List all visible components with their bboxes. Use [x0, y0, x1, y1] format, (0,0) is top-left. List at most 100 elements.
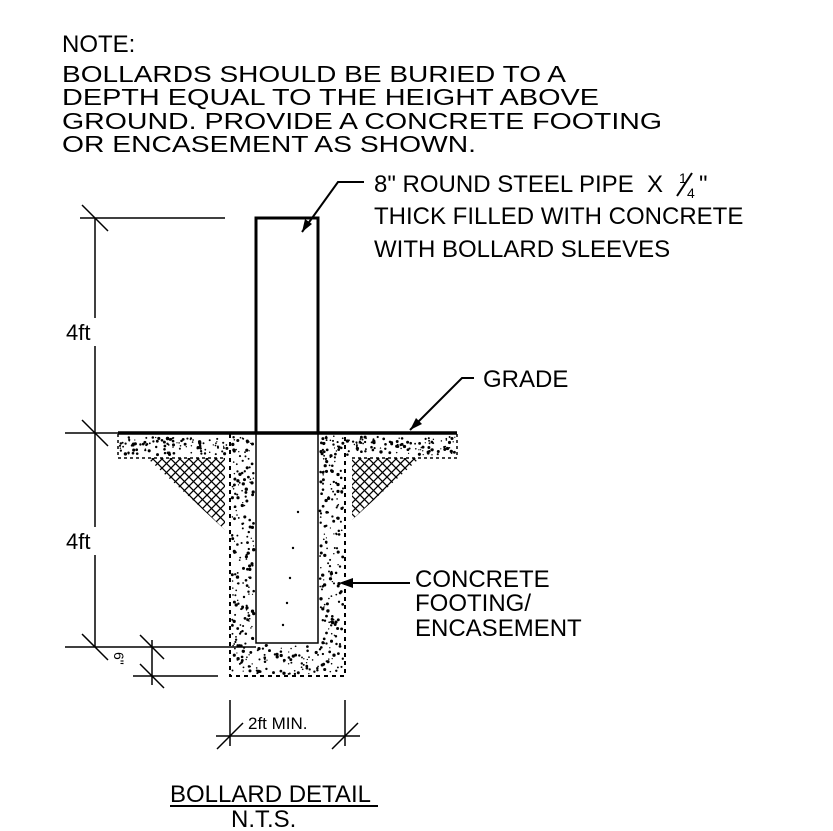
stipple-dot — [244, 578, 248, 582]
dim-text-mask — [66, 318, 96, 346]
backfill-left — [145, 456, 225, 530]
stipple-dot — [322, 662, 326, 666]
stipple-dot — [234, 492, 237, 495]
stipple-dot — [420, 447, 422, 449]
stipple-dot — [234, 638, 238, 641]
stipple-dot — [332, 653, 336, 657]
stipple-dot — [135, 448, 139, 452]
stipple-dot — [241, 527, 244, 530]
stipple-dot — [452, 450, 456, 454]
stipple-dot — [156, 453, 159, 457]
stipple-dot — [230, 496, 234, 500]
stipple-dot — [244, 487, 248, 491]
stipple-dot — [330, 614, 334, 618]
stipple-dot — [246, 567, 249, 571]
stipple-dot — [230, 573, 234, 577]
stipple-dot — [323, 667, 327, 672]
stipple-dot — [336, 472, 340, 477]
stipple-dot — [123, 452, 128, 456]
stipple-dot — [341, 506, 344, 509]
stipple-dot — [152, 440, 155, 443]
stipple-dot — [247, 665, 251, 668]
stipple-dot — [202, 442, 205, 445]
stipple-dot — [396, 445, 400, 448]
stipple-dot — [430, 448, 434, 452]
stipple-dot — [233, 517, 236, 521]
stipple-dot — [341, 555, 345, 559]
stipple-dot — [288, 672, 291, 675]
note-line: DEPTH EQUAL TO THE HEIGHT ABOVE — [62, 84, 599, 110]
stipple-dot — [232, 594, 234, 596]
stipple-dot — [190, 451, 193, 454]
stipple-dot — [407, 452, 410, 455]
stipple-dot — [263, 658, 266, 661]
grade-leader-arrow — [410, 418, 422, 430]
stipple-dot — [305, 666, 309, 670]
stipple-dot — [319, 521, 322, 524]
stipple-dot — [235, 589, 238, 592]
stipple-dot — [231, 442, 235, 447]
stipple-dot — [236, 627, 240, 630]
stipple-dot — [321, 478, 325, 482]
dimension-tick — [81, 419, 109, 447]
stipple-dot — [190, 445, 193, 447]
vertical-dimensions: 4ft 4ft 6" — [65, 204, 256, 689]
stipple-dot — [323, 524, 327, 528]
stipple-dot — [236, 493, 239, 496]
stipple-dot — [395, 440, 399, 443]
stipple-dot — [263, 653, 266, 656]
stipple-dot — [337, 600, 341, 603]
grade-callout: GRADE — [409, 366, 568, 431]
stipple-dot — [155, 436, 157, 439]
stipple-dot — [322, 457, 325, 460]
pipe-callout-line1: 8" ROUND STEEL PIPE X — [374, 171, 663, 198]
stipple-dot — [236, 644, 240, 647]
stipple-dot — [320, 567, 322, 569]
stipple-dot — [325, 660, 328, 663]
stipple-dot — [160, 438, 164, 442]
stipple-dot — [330, 488, 333, 490]
stipple-dot — [246, 535, 249, 538]
stipple-dot — [180, 439, 183, 443]
stipple-dot — [248, 450, 250, 452]
stipple-dot — [280, 647, 282, 649]
stipple-dot — [319, 470, 322, 474]
stipple-dot — [338, 565, 342, 568]
stipple-dot — [323, 450, 326, 453]
stipple-dot — [293, 669, 296, 672]
stipple-dot — [321, 482, 325, 485]
stipple-dot — [321, 488, 325, 491]
stipple-dot — [320, 441, 323, 445]
stipple-dot — [252, 611, 256, 616]
stipple-dot — [248, 593, 250, 595]
stipple-dot — [245, 448, 249, 452]
stipple-dot — [334, 571, 338, 575]
dimension-tick — [331, 722, 359, 750]
stipple-dot — [301, 656, 303, 659]
stipple-dot — [388, 440, 392, 444]
stipple-dot — [199, 445, 202, 448]
stipple-dot — [338, 591, 342, 595]
stipple-dot — [128, 437, 130, 440]
stipple-dot — [239, 556, 242, 559]
stipple-dot — [245, 584, 249, 587]
stipple-dot — [291, 654, 295, 658]
stipple-dot — [288, 651, 290, 653]
stipple-dot — [242, 595, 246, 599]
stipple-dot — [131, 451, 135, 455]
stipple-dot — [266, 644, 269, 646]
stipple-dot — [257, 646, 261, 651]
stipple-dot — [341, 487, 345, 490]
dimension-tick — [81, 633, 109, 661]
stipple-dot — [334, 460, 336, 463]
stipple-dot — [232, 644, 234, 647]
stipple-dot — [127, 452, 130, 455]
stipple-dot — [300, 666, 303, 669]
stipple-dot — [247, 457, 250, 460]
stipple-dot — [359, 435, 363, 439]
stipple-dot — [333, 435, 335, 438]
encasement-outline — [229, 434, 346, 677]
stipple-dot — [238, 644, 242, 647]
quarter-fraction: 1 4 " — [676, 170, 708, 201]
stipple-dot — [372, 439, 374, 441]
